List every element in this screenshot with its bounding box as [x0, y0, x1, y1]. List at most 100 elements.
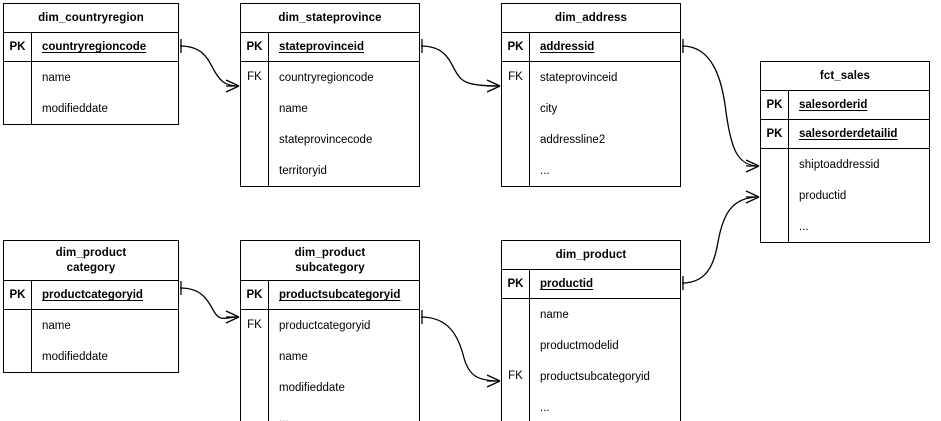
attribute-name-column: productcategoryid name modifieddate... — [269, 310, 419, 421]
key-row[interactable]: PK salesorderdetailid — [761, 120, 929, 149]
key-row[interactable]: PK addressid — [502, 33, 680, 62]
entity-title-dim_productcategory: dim_product category — [4, 241, 178, 281]
attribute-block: FK name productmodelid productsubcategoryid… — [502, 299, 680, 421]
entity-title-dim_address: dim_address — [502, 4, 680, 33]
attribute-row[interactable]: name — [279, 102, 308, 115]
attribute-name-column: name productmodelid productsubcategoryid..… — [530, 299, 680, 421]
connector-address-to-fctsales — [681, 39, 760, 173]
key-badge: PK — [502, 270, 530, 298]
entity-title-line: dim_product — [55, 246, 127, 259]
attribute-name-column: countryregioncode name stateprovincecode te… — [269, 62, 419, 186]
key-badge: PK — [241, 281, 269, 309]
attribute-row[interactable]: modifieddate — [42, 350, 108, 363]
entity-title-dim_productsubcategory: dim_product subcategory — [241, 241, 419, 281]
key-badge: PK — [241, 33, 269, 61]
key-field-name: addressid — [540, 41, 595, 53]
attribute-row[interactable]: addressline2 — [540, 133, 606, 146]
attribute-name-column: shiptoaddressid productid... — [789, 149, 929, 242]
attribute-row[interactable]: shiptoaddressid — [799, 158, 880, 171]
key-badge: PK — [4, 33, 32, 61]
connector-productcategory-to-subcategory — [179, 281, 240, 324]
attribute-row[interactable]: stateprovinceid — [540, 71, 618, 84]
attribute-row[interactable]: stateprovincecode — [279, 133, 373, 146]
attribute-row[interactable]: modifieddate — [42, 102, 108, 115]
key-field-name: salesorderid — [799, 99, 868, 111]
attribute-block: name modifieddate — [4, 62, 178, 124]
entity-title-line: dim_stateprovince — [278, 11, 382, 24]
attribute-row[interactable]: ... — [540, 164, 550, 177]
attribute-row[interactable]: productmodelid — [540, 339, 619, 352]
attribute-row[interactable]: productsubcategoryid — [540, 370, 650, 383]
attribute-key-column: FK — [502, 299, 530, 421]
attribute-name-column: name modifieddate — [32, 310, 178, 372]
attribute-block: shiptoaddressid productid... — [761, 149, 929, 242]
attribute-key-column — [4, 310, 32, 372]
entity-title-line: dim_address — [554, 11, 628, 24]
key-field-name: productcategoryid — [42, 289, 143, 301]
attribute-block: FK productcategoryid name modifieddate... — [241, 310, 419, 421]
attribute-row[interactable]: modifieddate — [279, 381, 345, 394]
key-row[interactable]: PK countryregioncode — [4, 33, 178, 62]
attribute-row[interactable]: productid — [799, 189, 847, 202]
entity-title-line: dim_product — [294, 246, 366, 259]
attribute-key-column: FK — [241, 62, 269, 186]
foreign-key-badge: FK — [508, 370, 523, 382]
attribute-row[interactable]: ... — [799, 220, 809, 233]
foreign-key-badge: FK — [508, 71, 523, 83]
attribute-name-column: name modifieddate — [32, 62, 178, 124]
attribute-row[interactable]: ... — [279, 412, 289, 421]
key-field-name: productid — [540, 278, 594, 290]
attribute-block: name modifieddate — [4, 310, 178, 372]
key-row[interactable]: PK salesorderid — [761, 91, 929, 120]
connector-product-to-fctsales — [681, 190, 760, 290]
attribute-row[interactable]: productcategoryid — [279, 319, 371, 332]
key-badge: PK — [761, 91, 789, 119]
key-row[interactable]: PK productid — [502, 270, 680, 299]
key-row[interactable]: PK productcategoryid — [4, 281, 178, 310]
attribute-key-column: FK — [502, 62, 530, 186]
key-row[interactable]: PK stateprovinceid — [241, 33, 419, 62]
attribute-row[interactable]: name — [42, 71, 71, 84]
entity-title-line: fct_sales — [819, 69, 871, 82]
key-field-name: productsubcategoryid — [279, 289, 401, 301]
attribute-block: FK stateprovinceid city addressline2... — [502, 62, 680, 186]
entity-title-dim_stateprovince: dim_stateprovince — [241, 4, 419, 33]
key-field-name: stateprovinceid — [279, 41, 364, 53]
key-row[interactable]: PK productsubcategoryid — [241, 281, 419, 310]
attribute-block: FK countryregioncode name stateprovincecode… — [241, 62, 419, 186]
attribute-row[interactable]: name — [42, 319, 71, 332]
entity-title-line: dim_countryregion — [38, 11, 144, 24]
entity-title-line: subcategory — [295, 261, 365, 274]
entity-title-fct_sales: fct_sales — [761, 62, 929, 91]
attribute-key-column: FK — [241, 310, 269, 421]
connector-countryregion-to-stateprovince — [179, 39, 240, 93]
entity-title-line: category — [66, 261, 116, 274]
key-badge: PK — [761, 120, 789, 148]
attribute-row[interactable]: name — [540, 308, 569, 321]
attribute-key-column — [761, 149, 789, 242]
attribute-row[interactable]: territoryid — [279, 164, 327, 177]
entity-title-dim_countryregion: dim_countryregion — [4, 4, 178, 33]
attribute-key-column — [4, 62, 32, 124]
attribute-row[interactable]: city — [540, 102, 558, 115]
entity-title-dim_product: dim_product — [502, 241, 680, 270]
connector-subcategory-to-product — [420, 310, 501, 388]
key-field-name: countryregioncode — [42, 41, 147, 53]
key-badge: PK — [502, 33, 530, 61]
attribute-name-column: stateprovinceid city addressline2... — [530, 62, 680, 186]
foreign-key-badge: FK — [247, 71, 262, 83]
attribute-row[interactable]: ... — [540, 401, 550, 414]
key-badge: PK — [4, 281, 32, 309]
key-field-name: salesorderdetailid — [799, 128, 898, 140]
attribute-row[interactable]: name — [279, 350, 308, 363]
connector-stateprovince-to-address — [420, 39, 501, 93]
attribute-row[interactable]: countryregioncode — [279, 71, 374, 84]
